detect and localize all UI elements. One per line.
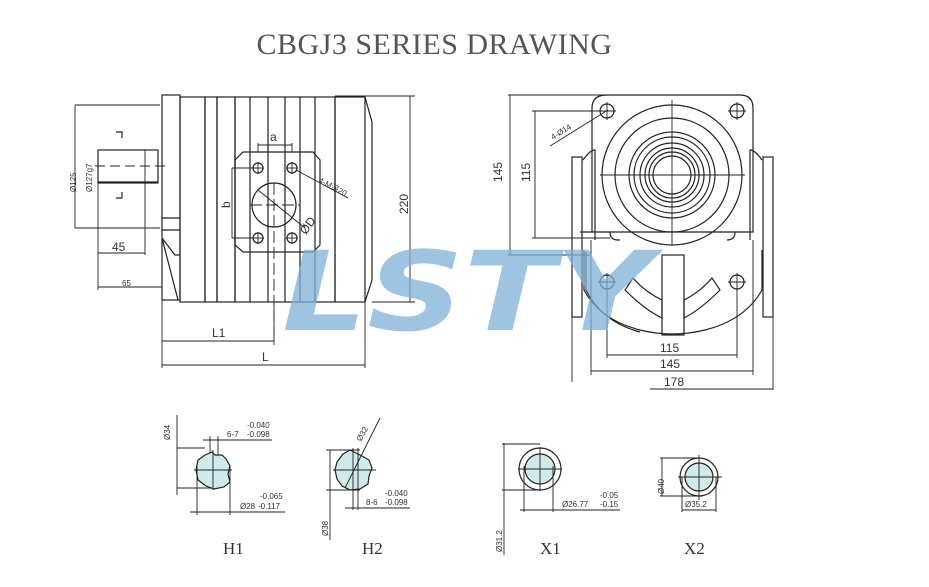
front-view: 145 115 4-Ø14 [491, 94, 774, 390]
shaft-x2: Ø35.2 Ø40 X2 [657, 455, 722, 558]
h1-dia-inner: Ø28 [240, 502, 256, 511]
mount-hole-icon [598, 102, 746, 291]
height-115: 115 [519, 163, 533, 182]
width-145: 145 [660, 357, 680, 371]
dim-b: b [219, 201, 233, 208]
h1-spline: 6-7 [227, 430, 239, 439]
dim-l1: L1 [212, 326, 226, 340]
flange-circles [600, 100, 745, 246]
x1-dia-inner-tol-lower: -0.15 [600, 500, 619, 509]
shaft-h1: Ø34 6-7 -0.040 -0.098 Ø28 -0.065 -0.117 … [163, 415, 285, 558]
dim-45: 45 [112, 240, 126, 254]
x2-dia-inner: Ø35.2 [685, 500, 707, 509]
h1-dia-inner-tol-lower: -0.117 [258, 502, 281, 511]
h1-spline-tol: -0.040 [247, 421, 270, 430]
shaft-dia-125: Ø125 [69, 172, 78, 192]
side-view: a b ØD 4-M深20 220 L1 L 45 65 [69, 94, 415, 368]
h2-spline: 8-6 [366, 498, 378, 507]
x1-dia-outer: Ø31.2 [495, 530, 504, 552]
h2-spline-tol: -0.040 [385, 489, 408, 498]
bolt-hole-icon [252, 162, 298, 244]
height-220: 220 [397, 194, 411, 214]
shaft-x1: Ø26.77 -0.05 -0.15 Ø31.2 X1 [495, 443, 620, 558]
watermark-logo: LSTY [282, 228, 663, 356]
h2-spline-tol-lower: -0.098 [385, 498, 408, 507]
height-145: 145 [491, 162, 505, 182]
thread-note: 4-M深20 [317, 176, 349, 199]
width-178: 178 [664, 375, 684, 389]
label-x2: X2 [684, 539, 705, 558]
h1-dia-outer: Ø34 [163, 424, 172, 440]
drawing-title: CBGJ3 SERIES DRAWING [256, 28, 613, 61]
h2-dia-outer: Ø32 [355, 425, 370, 443]
h1-dia-inner-tol: -0.065 [260, 492, 283, 501]
shaft-dia-127g7: Ø127g7 [85, 163, 94, 192]
dim-l: L [262, 350, 269, 364]
label-h2: H2 [362, 539, 383, 558]
width-115: 115 [660, 341, 679, 355]
label-x1: X1 [540, 539, 561, 558]
h2-dia-inner: Ø38 [321, 520, 330, 536]
label-h1: H1 [223, 539, 244, 558]
x1-dia-inner: Ø26.77 [562, 500, 589, 509]
x2-dia-outer: Ø40 [657, 478, 666, 494]
dim-65: 65 [122, 279, 131, 288]
x1-dia-inner-tol: -0.05 [600, 491, 619, 500]
h1-spline-tol-lower: -0.098 [247, 430, 270, 439]
shaft-h2: Ø32 8-6 -0.040 -0.098 Ø38 H2 [321, 417, 410, 558]
dim-a: a [270, 130, 277, 144]
